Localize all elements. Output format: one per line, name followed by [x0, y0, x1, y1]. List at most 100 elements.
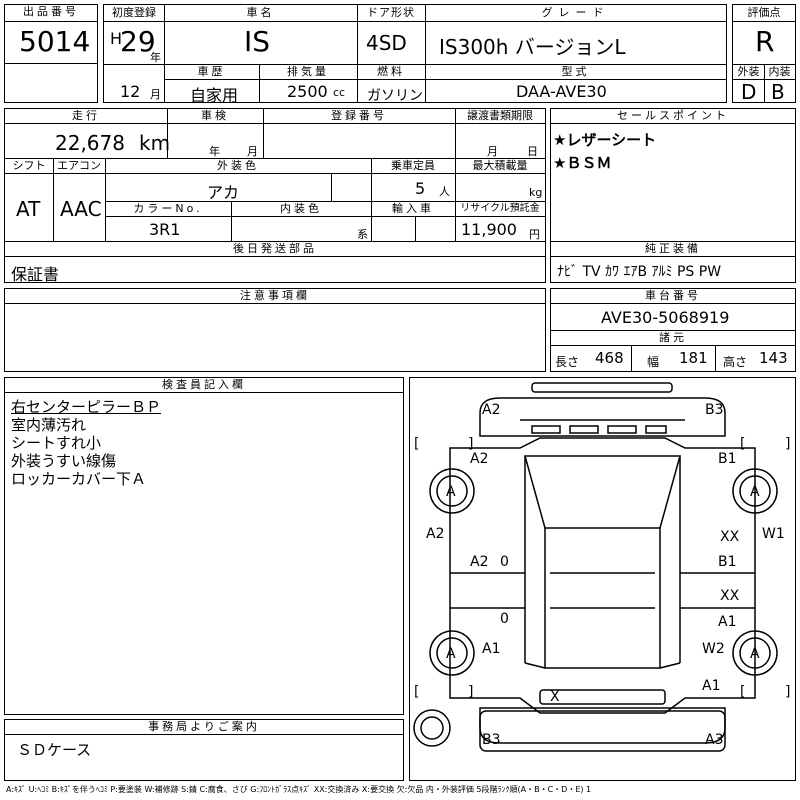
colorno: 3R1 — [149, 220, 181, 239]
int-color-unit: 系 — [357, 228, 368, 241]
bracket-7: [ — [740, 684, 745, 700]
mark-pillar-left: A2 — [426, 526, 444, 542]
notes-label: 注意事項欄 — [240, 289, 310, 302]
office-box: 事務局よりご案内 ＳＤケース — [4, 719, 404, 781]
displacement: 2500 — [287, 82, 328, 101]
lot-label: 出品番号 — [5, 5, 97, 22]
mark-wheel-fr: A — [750, 484, 760, 500]
bracket-3: [ — [740, 436, 745, 452]
capacity: 5 — [415, 179, 426, 198]
dims-label: 諸元 — [659, 331, 687, 344]
exterior-label: 外装 — [737, 65, 760, 78]
mark-wheel-fl: A — [446, 484, 456, 500]
displacement-label: 排気量 — [287, 65, 329, 78]
sales-point-2: ★ＢＳＭ — [553, 154, 612, 172]
length-label: 長さ — [555, 355, 580, 369]
lot-number: 5014 — [19, 25, 91, 58]
exterior-grade: D — [741, 80, 757, 104]
door-type: 4SD — [366, 31, 407, 55]
equip-label: 純正装備 — [645, 242, 701, 255]
interior-label: 内装 — [768, 65, 791, 78]
mark-door-right-2: B1 — [718, 554, 737, 570]
score-label: 評価点 — [747, 6, 781, 19]
capacity-label: 乗車定員 — [391, 159, 435, 172]
bracket-6: ] — [468, 684, 473, 700]
shift-label: シフト — [12, 159, 46, 172]
inspector-line-5: ロッカーカバー下Ａ — [11, 470, 147, 488]
mileage: 22,678 — [55, 131, 125, 155]
load-unit: kg — [529, 186, 543, 199]
mark-rear-right: W2 — [702, 641, 725, 657]
length: 468 — [595, 349, 624, 367]
car-diagram: A2 B3 A2 B1 A A A2 XX W1 A2 0 B1 XX 0 A1… — [409, 377, 796, 781]
colorno-label: カラーNo. — [133, 202, 203, 215]
chassis-number: AVE30-5068919 — [601, 308, 730, 327]
mark-door-right-1: XX — [720, 529, 740, 545]
int-color-label: 内装色 — [280, 202, 322, 215]
top-section: 出品番号 5014 初度登録 H 29 年 12 月 車名 IS ドア形状 4S… — [4, 4, 796, 105]
bracket-2: ] — [468, 436, 473, 452]
car-name: IS — [244, 25, 271, 58]
office-text: ＳＤケース — [17, 741, 92, 759]
spec-box: 走行 22,678 km 車検 年 月 登録番号 譲渡書類期限 月 日 シフト … — [4, 108, 546, 284]
interior-grade: B — [771, 80, 785, 104]
lot-box: 出品番号 5014 — [4, 4, 98, 103]
year-unit: 年 — [150, 51, 161, 64]
score: R — [755, 25, 775, 58]
mark-bumper-right: A3 — [705, 732, 723, 748]
inspector-line-1: 右センターピラーＢＰ — [11, 398, 162, 416]
inspection-label: 車検 — [201, 109, 229, 122]
mark-trunk: X — [550, 689, 560, 705]
mark-zero-left-2: 0 — [500, 611, 509, 627]
mark-rear-left: A1 — [482, 641, 500, 657]
load-label: 最大積載量 — [472, 159, 528, 172]
mark-fender-right: B1 — [718, 451, 737, 467]
mark-fender-left: A2 — [470, 451, 488, 467]
height: 143 — [759, 349, 788, 367]
door-label: ドア形状 — [367, 6, 415, 19]
era: H — [110, 29, 123, 48]
sales-label: セールスポイント — [617, 109, 729, 122]
mark-pillar-right: W1 — [762, 526, 785, 542]
mark-quarter-right: A1 — [702, 678, 720, 694]
fuel-label: 燃料 — [377, 65, 405, 78]
mark-wheel-rl: A — [446, 646, 456, 662]
chassis-label: 車台番号 — [645, 289, 701, 302]
later-label: 後日発送部品 — [233, 242, 317, 255]
model-label: 型式 — [561, 65, 590, 78]
bracket-4: ] — [785, 436, 790, 452]
ext-color-label: 外装色 — [217, 159, 259, 172]
notes-box: 注意事項欄 — [4, 288, 546, 372]
ac: AAC — [60, 197, 102, 221]
reg-year: 29 — [120, 25, 156, 58]
model: DAA-AVE30 — [516, 82, 607, 101]
transfer-label: 譲渡書類期限 — [467, 109, 533, 122]
width-label: 幅 — [647, 355, 660, 369]
grade-label: グレード — [541, 6, 610, 19]
inspector-line-4: 外装うすい線傷 — [11, 452, 117, 470]
insp-month-unit: 月 — [247, 145, 258, 158]
month-unit: 月 — [150, 88, 161, 101]
mark-door-right-3: XX — [720, 588, 740, 604]
sales-box: セールスポイント ★レザーシート ★ＢＳＭ 純正装備 ﾅﾋﾞ TV ｶﾜ ｴｱB… — [550, 108, 796, 283]
width: 181 — [679, 349, 708, 367]
height-label: 高さ — [723, 355, 748, 369]
inspector-line-3: シートすれ小 — [11, 434, 102, 452]
later-parts: 保証書 — [11, 265, 60, 284]
inspector-box: 検査員記入欄 右センターピラーＢＰ 室内薄汚れ シートすれ小 外装うすい線傷 ロ… — [4, 377, 404, 715]
ac-label: エアコン — [57, 159, 101, 172]
mark-front-left: A2 — [482, 402, 500, 418]
mileage-unit: km — [139, 131, 171, 155]
mark-door-right-4: A1 — [718, 614, 736, 630]
inspector-line-2: 室内薄汚れ — [11, 416, 87, 434]
main-info-box: 初度登録 H 29 年 12 月 車名 IS ドア形状 4SD グレード IS3… — [103, 4, 727, 105]
bracket-8: ] — [785, 684, 790, 700]
bracket-5: [ — [414, 684, 419, 700]
chassis-box: 車台番号 AVE30-5068919 諸元 長さ 468 幅 181 高さ 14… — [550, 288, 796, 372]
shift: AT — [16, 197, 41, 221]
mark-front-right: B3 — [705, 402, 724, 418]
legend: A:ｷｽﾞ U:ﾍｺﾐ B:ｷｽﾞを伴うﾍｺﾐ P:要塗装 W:補修跡 S:錆 … — [6, 785, 592, 794]
reg-month: 12 — [120, 82, 141, 101]
history: 自家用 — [190, 86, 239, 105]
insp-year-unit: 年 — [209, 145, 220, 158]
